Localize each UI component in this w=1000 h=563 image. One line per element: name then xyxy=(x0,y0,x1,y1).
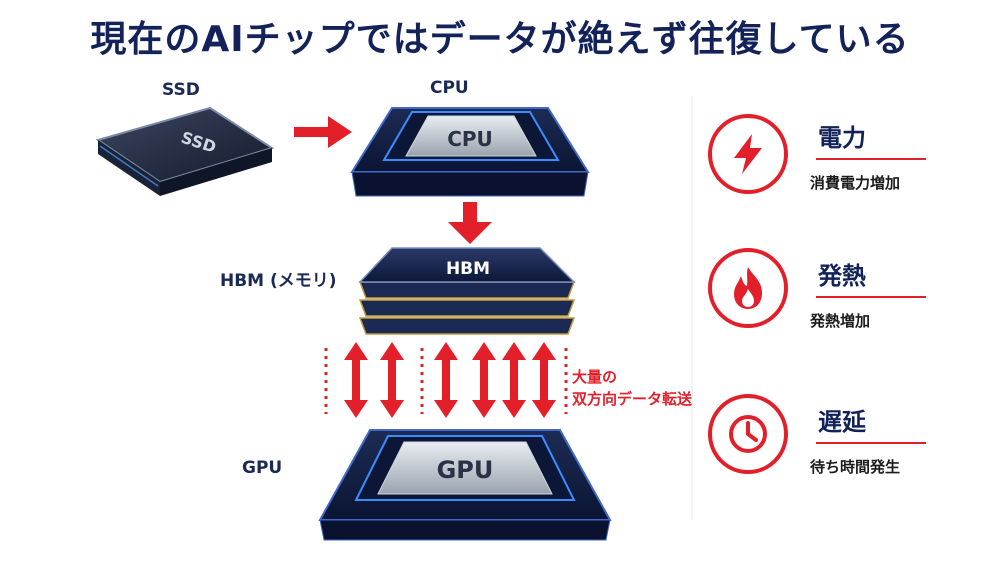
issue-heat-subtitle: 発熱増加 xyxy=(810,312,871,330)
bidirectional-arrow xyxy=(380,342,404,418)
gpu-label: GPU xyxy=(242,458,283,478)
issue-heat-divider xyxy=(816,296,926,298)
issue-power-title: 電力 xyxy=(818,124,866,152)
issue-heat: 発熱 発熱増加 xyxy=(708,246,928,346)
cpu-chip-text: CPU xyxy=(447,127,493,151)
gpu-chip: GPU xyxy=(318,429,612,541)
bidirectional-arrow xyxy=(532,342,556,418)
ssd-device: SSD xyxy=(95,106,275,196)
dotted-flow-line xyxy=(324,348,568,414)
bidirectional-arrow xyxy=(472,342,496,418)
transfer-note-line2: 双方向データ転送 xyxy=(572,390,693,408)
bidirectional-arrows xyxy=(324,342,568,418)
gpu-chip-text: GPU xyxy=(437,456,494,484)
clock-icon xyxy=(708,394,788,474)
hbm-chip-text: HBM xyxy=(446,259,490,279)
bidirectional-arrow xyxy=(434,342,458,418)
issue-power-subtitle: 消費電力増加 xyxy=(810,174,901,192)
flame-icon xyxy=(708,248,788,328)
cpu-to-hbm-arrow xyxy=(448,202,492,244)
issue-latency: 遅延 待ち時間発生 xyxy=(708,392,928,492)
ssd-label: SSD xyxy=(162,80,200,100)
transfer-note: 大量の 双方向データ転送 xyxy=(572,366,692,410)
page-title: 現在のAIチップではデータが絶えず往復している xyxy=(90,19,910,60)
cpu-label: CPU xyxy=(430,78,469,98)
issue-latency-subtitle: 待ち時間発生 xyxy=(810,458,901,476)
hbm-stack: HBM xyxy=(358,247,576,335)
issue-power: 電力 消費電力増加 xyxy=(708,110,928,200)
lightning-icon xyxy=(708,114,788,194)
issue-latency-divider xyxy=(816,442,926,444)
issue-power-divider xyxy=(816,158,926,160)
bidirectional-arrow xyxy=(502,342,526,418)
cpu-chip: CPU xyxy=(350,107,590,197)
bidirectional-arrow xyxy=(344,342,368,418)
ssd-to-cpu-arrow xyxy=(294,116,352,148)
transfer-note-line1: 大量の xyxy=(572,368,618,386)
hbm-label: HBM (メモリ) xyxy=(220,271,337,291)
issue-heat-title: 発熱 xyxy=(818,262,866,290)
issue-latency-title: 遅延 xyxy=(818,408,866,436)
